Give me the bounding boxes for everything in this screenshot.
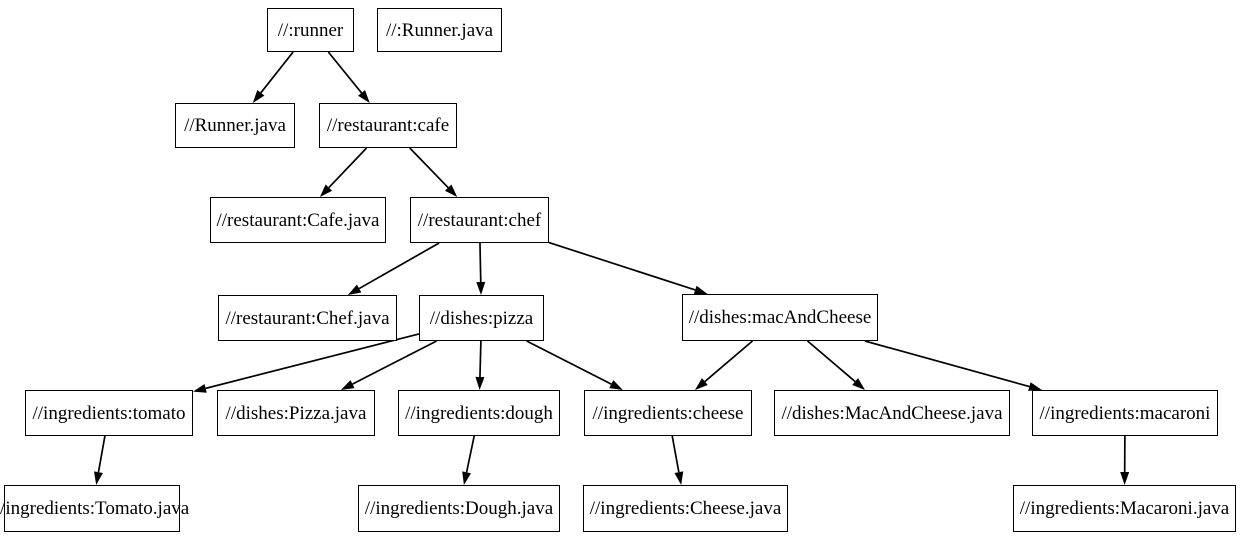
edge-mac-and-cheese-to-mac-and-cheese-java xyxy=(807,340,856,383)
graph-node-tomato: //ingredients:tomato xyxy=(25,390,193,436)
graph-node-pizza-java: //dishes:Pizza.java xyxy=(217,390,375,436)
edge-pizza-to-cheese xyxy=(526,340,612,385)
edge-mac-and-cheese-to-cheese xyxy=(704,340,753,383)
arrowhead-mac-and-cheese-to-macaroni xyxy=(1028,382,1042,391)
graph-node-runner-java-root: //:Runner.java xyxy=(377,8,502,52)
graph-node-mac-and-cheese-java: //dishes:MacAndCheese.java xyxy=(774,390,1010,436)
graph-node-cheese: //ingredients:cheese xyxy=(584,390,752,436)
graph-node-macaroni: //ingredients:macaroni xyxy=(1032,390,1218,436)
arrowhead-pizza-to-cheese xyxy=(609,380,623,390)
edge-chef-to-chef-java xyxy=(358,242,440,290)
graph-node-macaroni-java: //ingredients:Macaroni.java xyxy=(1013,485,1236,532)
edge-chef-to-pizza xyxy=(479,242,482,283)
arrowhead-dough-to-dough-java xyxy=(462,471,471,485)
graph-node-tomato-java: //ingredients:Tomato.java xyxy=(0,485,189,532)
graph-node-cheese-java: //ingredients:Cheese.java xyxy=(583,485,788,532)
graph-node-chef: //restaurant:chef xyxy=(410,197,549,243)
arrowhead-chef-to-mac-and-cheese xyxy=(693,285,708,295)
edge-pizza-to-tomato xyxy=(205,333,420,390)
arrowhead-tomato-to-tomato-java xyxy=(94,471,103,485)
graph-node-dough: //ingredients:dough xyxy=(398,390,560,436)
edge-runner-to-runner-java xyxy=(260,51,294,94)
arrowhead-runner-to-runner-java xyxy=(252,90,265,103)
graph-node-dough-java: //ingredients:Dough.java xyxy=(358,485,560,532)
arrowhead-macaroni-to-macaroni-java xyxy=(1120,471,1130,485)
graph-node-pizza: //dishes:pizza xyxy=(419,295,544,341)
arrowhead-mac-and-cheese-to-mac-and-cheese-java xyxy=(852,378,866,390)
arrowhead-pizza-to-dough xyxy=(475,376,485,390)
arrowhead-cafe-to-cafe-java xyxy=(319,184,333,197)
edge-chef-to-mac-and-cheese xyxy=(548,241,696,291)
edge-pizza-to-pizza-java xyxy=(352,340,437,385)
edge-tomato-to-tomato-java xyxy=(97,435,106,473)
arrowhead-chef-to-pizza xyxy=(476,281,486,295)
arrowhead-cheese-to-cheese-java xyxy=(674,471,684,485)
edge-cafe-to-cafe-java xyxy=(328,147,368,189)
graph-node-cafe-java: //restaurant:Cafe.java xyxy=(210,197,386,243)
edge-cafe-to-chef xyxy=(409,147,449,189)
arrowhead-runner-to-cafe xyxy=(358,90,370,103)
graph-node-runner: //:runner xyxy=(267,8,354,52)
graph-node-chef-java: //restaurant:Chef.java xyxy=(218,295,397,341)
arrowhead-mac-and-cheese-to-cheese xyxy=(694,378,708,390)
edge-pizza-to-dough xyxy=(479,340,482,378)
arrowhead-pizza-to-tomato xyxy=(193,384,207,393)
edge-dough-to-dough-java xyxy=(465,435,476,473)
arrowhead-cafe-to-chef xyxy=(444,184,458,197)
graph-node-cafe: //restaurant:cafe xyxy=(319,103,457,148)
edge-mac-and-cheese-to-macaroni xyxy=(864,340,1030,388)
arrowhead-chef-to-chef-java xyxy=(347,284,362,295)
edge-cheese-to-cheese-java xyxy=(671,435,680,473)
edge-runner-to-cafe xyxy=(327,51,363,94)
graph-node-mac-and-cheese: //dishes:macAndCheese xyxy=(682,294,878,341)
graph-node-runner-java: //Runner.java xyxy=(175,103,295,148)
arrowhead-pizza-to-pizza-java xyxy=(340,380,355,390)
